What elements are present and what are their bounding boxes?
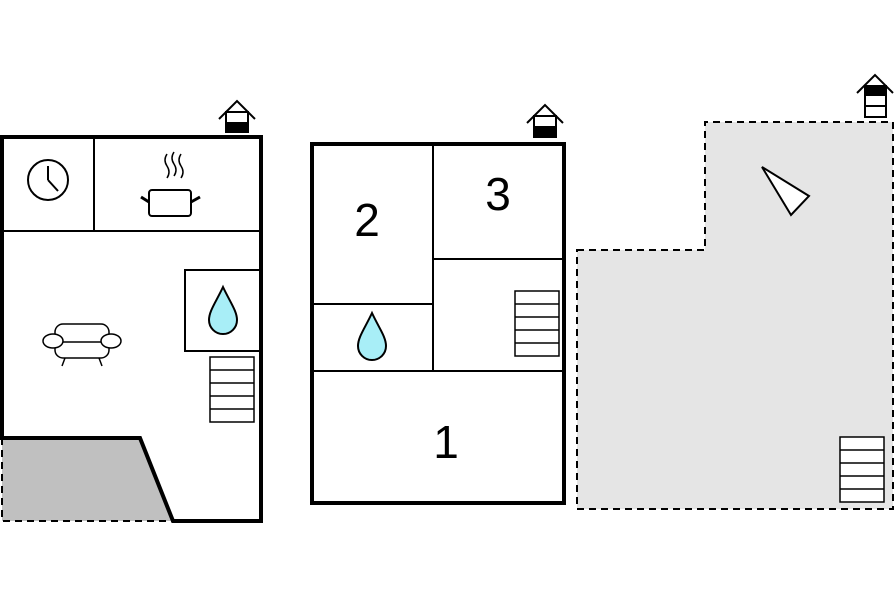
- first-floor-walls: [310, 142, 566, 505]
- sofa-icon: [42, 323, 122, 367]
- stairs-icon: [514, 290, 560, 357]
- ground-floor-walls: [0, 135, 263, 523]
- water-drop-icon: [207, 284, 239, 335]
- ground-floor: [0, 99, 263, 523]
- water-drop-icon: [356, 310, 388, 361]
- clock-icon: [27, 159, 69, 201]
- first-floor: 2 3 1: [310, 103, 566, 505]
- stairs-icon: [839, 436, 885, 503]
- terrace-light: [576, 121, 894, 510]
- house-entrance-icon: [218, 99, 256, 133]
- room-label-1: 1: [433, 416, 459, 468]
- room-label-2: 2: [354, 194, 380, 246]
- compass-arrow-icon: [761, 166, 811, 217]
- house-entrance-icon: [526, 103, 564, 138]
- room-label-3: 3: [485, 168, 511, 220]
- terrace-dark: [2, 438, 173, 521]
- roof-terrace: [576, 73, 894, 510]
- stairs-icon: [209, 356, 255, 423]
- house-entrance-icon: [856, 73, 894, 118]
- cooking-pot-icon: [140, 151, 201, 217]
